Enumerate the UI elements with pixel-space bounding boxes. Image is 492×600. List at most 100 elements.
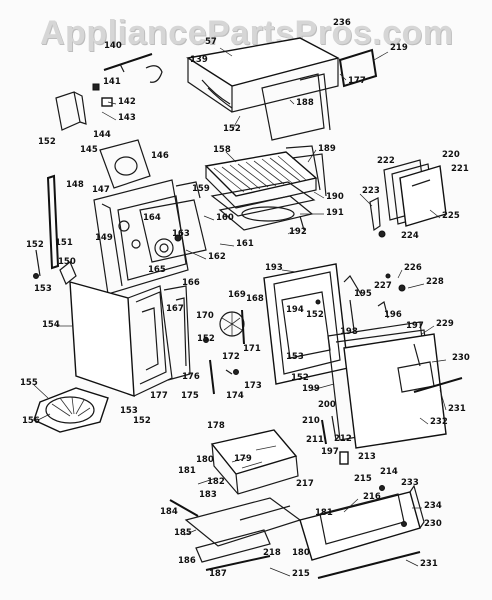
part-label-152: 152 — [26, 240, 44, 250]
part-label-236: 236 — [333, 18, 351, 28]
part-label-199: 199 — [302, 384, 320, 394]
part-label-143: 143 — [118, 113, 136, 123]
part-label-197: 197 — [321, 447, 339, 457]
part-label-153: 153 — [286, 352, 304, 362]
storage-drawer — [169, 429, 302, 571]
part-label-223: 223 — [362, 186, 380, 196]
part-label-152: 152 — [306, 310, 324, 320]
part-label-220: 220 — [442, 150, 460, 160]
part-label-219: 219 — [390, 43, 408, 53]
part-label-153: 153 — [120, 406, 138, 416]
part-label-197: 197 — [406, 321, 424, 331]
part-label-210: 210 — [302, 416, 320, 426]
leader-lines — [33, 47, 447, 577]
part-label-147: 147 — [92, 185, 110, 195]
part-label-230: 230 — [452, 353, 470, 363]
part-label-155: 155 — [20, 378, 38, 388]
part-label-232: 232 — [430, 417, 448, 427]
part-label-213: 213 — [358, 452, 376, 462]
part-label-234: 234 — [424, 501, 442, 511]
part-label-144: 144 — [93, 130, 111, 140]
part-label-181: 181 — [178, 466, 196, 476]
part-label-184: 184 — [160, 507, 178, 517]
part-label-227: 227 — [374, 281, 392, 291]
part-label-168: 168 — [246, 294, 264, 304]
part-label-152: 152 — [38, 137, 56, 147]
part-label-142: 142 — [118, 97, 136, 107]
part-label-196: 196 — [384, 310, 402, 320]
part-label-140: 140 — [104, 41, 122, 51]
part-label-167: 167 — [166, 304, 184, 314]
part-label-174: 174 — [226, 391, 244, 401]
hinge-hardware — [321, 415, 349, 465]
part-label-224: 224 — [401, 231, 419, 241]
drip-bowl — [33, 387, 109, 433]
part-label-190: 190 — [326, 192, 344, 202]
part-label-159: 159 — [192, 184, 210, 194]
part-label-185: 185 — [174, 528, 192, 538]
part-label-177: 177 — [348, 76, 366, 86]
part-label-163: 163 — [172, 229, 190, 239]
door-glass-panels — [369, 159, 447, 238]
part-label-57: 57 — [205, 37, 217, 47]
part-label-149: 149 — [95, 233, 113, 243]
part-label-179: 179 — [234, 454, 252, 464]
part-label-229: 229 — [436, 319, 454, 329]
part-label-172: 172 — [222, 352, 240, 362]
part-label-226: 226 — [404, 263, 422, 273]
part-label-216: 216 — [363, 492, 381, 502]
part-label-200: 200 — [318, 400, 336, 410]
part-label-214: 214 — [380, 467, 398, 477]
part-label-145: 145 — [80, 145, 98, 155]
part-label-218: 218 — [263, 548, 281, 558]
part-label-228: 228 — [426, 277, 444, 287]
part-label-193: 193 — [265, 263, 283, 273]
part-label-152: 152 — [223, 124, 241, 134]
part-label-231: 231 — [448, 404, 466, 414]
part-label-217: 217 — [296, 479, 314, 489]
part-label-183: 183 — [199, 490, 217, 500]
part-label-139: 139 — [190, 55, 208, 65]
part-label-156: 156 — [22, 416, 40, 426]
part-label-186: 186 — [178, 556, 196, 566]
part-label-146: 146 — [151, 151, 169, 161]
part-label-175: 175 — [181, 391, 199, 401]
part-label-212: 212 — [334, 434, 352, 444]
part-label-215: 215 — [292, 569, 310, 579]
part-label-233: 233 — [401, 478, 419, 488]
part-label-187: 187 — [209, 569, 227, 579]
element-hardware — [203, 309, 245, 395]
part-label-164: 164 — [143, 213, 161, 223]
part-label-230: 230 — [424, 519, 442, 529]
top-panel-assembly — [186, 37, 378, 141]
part-label-198: 198 — [340, 327, 358, 337]
part-label-194: 194 — [286, 305, 304, 315]
part-label-148: 148 — [66, 180, 84, 190]
part-label-189: 189 — [318, 144, 336, 154]
part-label-152: 152 — [291, 373, 309, 383]
part-label-158: 158 — [213, 145, 231, 155]
part-label-225: 225 — [442, 211, 460, 221]
part-label-180: 180 — [196, 455, 214, 465]
oven-rack-assembly — [204, 145, 327, 231]
part-label-192: 192 — [289, 227, 307, 237]
part-label-161: 161 — [236, 239, 254, 249]
part-label-166: 166 — [182, 278, 200, 288]
part-label-165: 165 — [148, 265, 166, 275]
part-label-176: 176 — [182, 372, 200, 382]
part-label-191: 191 — [326, 208, 344, 218]
part-label-215: 215 — [354, 474, 372, 484]
oven-door-outer — [327, 273, 463, 449]
part-label-173: 173 — [244, 381, 262, 391]
part-label-171: 171 — [243, 344, 261, 354]
part-label-231: 231 — [420, 559, 438, 569]
part-label-151: 151 — [55, 238, 73, 248]
oven-door-inner — [263, 263, 363, 385]
cabinet-side-panel — [69, 281, 191, 398]
part-label-222: 222 — [377, 156, 395, 166]
part-label-150: 150 — [58, 257, 76, 267]
part-label-195: 195 — [354, 289, 372, 299]
part-label-169: 169 — [228, 290, 246, 300]
